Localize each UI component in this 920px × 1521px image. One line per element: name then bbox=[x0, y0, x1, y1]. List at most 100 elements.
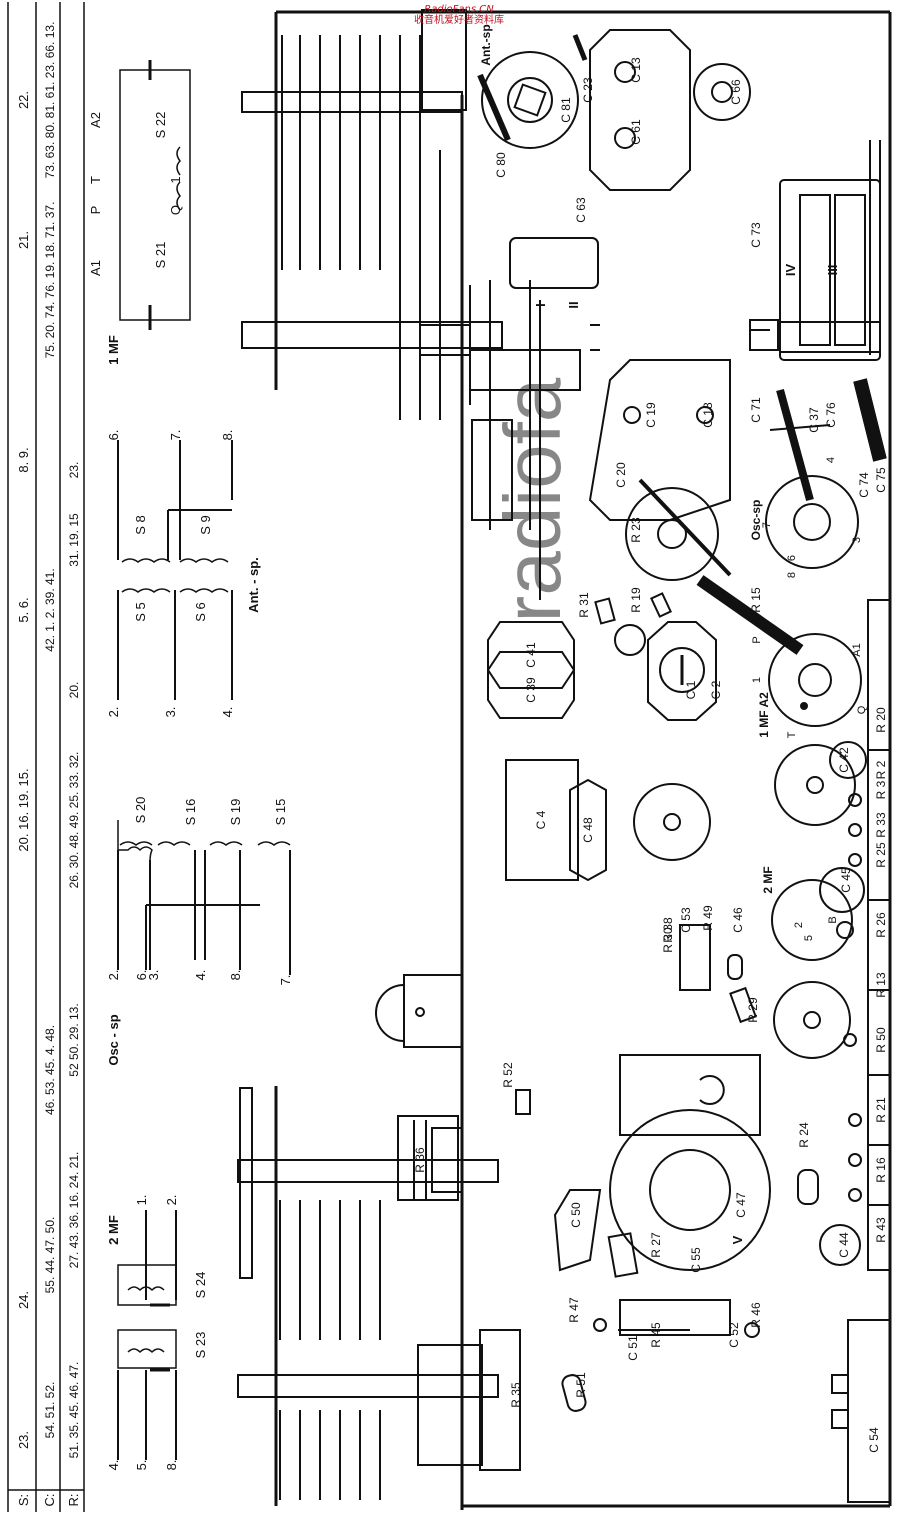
pin-label: 2. bbox=[106, 970, 121, 981]
component-label-c: C 48 bbox=[581, 817, 595, 843]
coil-label-ant: S 8 bbox=[133, 515, 148, 535]
trimmer-c1-c2 bbox=[594, 592, 717, 721]
coil-label-ant: S 6 bbox=[193, 602, 208, 622]
table-cell-c: 73. 63. 80. 81. 61. 23. 66. 13. bbox=[43, 22, 57, 179]
table-cell-s: 20. 16. 19. 15. bbox=[16, 768, 31, 851]
coil-group-s23-s24 bbox=[117, 1210, 177, 1460]
component-label-c: C 63 bbox=[574, 197, 588, 223]
pin-label: 2. bbox=[164, 1195, 179, 1206]
coil-group-1mf bbox=[119, 60, 191, 330]
coil-label-osc: S 16 bbox=[183, 799, 198, 826]
component-label-c: C 13 bbox=[629, 57, 643, 83]
component-label-r: R 47 bbox=[567, 1297, 581, 1323]
component-label-c: C 23 bbox=[581, 77, 595, 103]
watermark-line1: RadioFans.CN bbox=[424, 4, 494, 15]
component-label-r: R 20 bbox=[874, 707, 888, 733]
component-label-c: C 4 bbox=[534, 810, 548, 829]
roman-label: II bbox=[566, 301, 581, 308]
pin-label: 7. bbox=[278, 975, 293, 986]
pin-label: 6. bbox=[134, 970, 149, 981]
pin-digit: 4 bbox=[825, 457, 837, 463]
table-cell-s: 21. bbox=[16, 231, 31, 249]
pilot-lamp bbox=[375, 974, 463, 1048]
coil-label-osc: S 20 bbox=[133, 797, 148, 824]
c54-block bbox=[831, 1319, 891, 1503]
component-label-r: R 15 bbox=[749, 587, 763, 613]
pin-label: 3. bbox=[163, 707, 178, 718]
component-label-r: R 52 bbox=[501, 1062, 515, 1088]
component-label-c: C 54 bbox=[867, 1427, 881, 1453]
component-label-c: C 55 bbox=[689, 1247, 703, 1273]
table-row-label: C: bbox=[42, 1494, 57, 1507]
coil-label-osc: S 19 bbox=[228, 799, 243, 826]
pin-digit: Q bbox=[856, 705, 868, 714]
coil-label-osc: S 15 bbox=[273, 799, 288, 826]
table-cell-c: 46. 53. 45. 4. 48. bbox=[43, 1025, 57, 1115]
table-cell-s: 8. 9. bbox=[16, 447, 31, 472]
component-label-c: C 50 bbox=[569, 1202, 583, 1228]
c39-c41-block bbox=[487, 621, 575, 719]
component-label-c: C 52 bbox=[727, 1322, 741, 1348]
tube-socket-4 bbox=[773, 981, 851, 1059]
component-label-c: C 37 bbox=[807, 407, 821, 433]
component-label-r: R 45 bbox=[649, 1322, 663, 1348]
pin-label: 8. bbox=[164, 1460, 179, 1471]
coil-title-ant: Ant. - sp. bbox=[246, 557, 261, 613]
coil-label-s24: S 24 bbox=[193, 1272, 208, 1299]
table-cell-s: 5. 6. bbox=[16, 597, 31, 622]
pin-label: 4. bbox=[220, 707, 235, 718]
component-label-c: C 80 bbox=[494, 152, 508, 178]
coil-label-imf: S 21 bbox=[153, 242, 168, 269]
component-label-c: C 44 bbox=[837, 1232, 851, 1258]
trimmer-block bbox=[749, 140, 881, 361]
component-label-c: C 51 bbox=[626, 1335, 640, 1361]
coil-title-2mf: 2 MF bbox=[106, 1215, 121, 1245]
component-label-c: C 45 bbox=[839, 867, 853, 893]
pin-digit: 5 bbox=[803, 935, 815, 941]
pin-digit: T bbox=[786, 731, 798, 738]
component-label-c: C 66 bbox=[729, 79, 743, 105]
table-cell-s: 23. bbox=[16, 1431, 31, 1449]
tube-socket-2 bbox=[774, 744, 856, 826]
component-label-r: R 30 bbox=[661, 927, 675, 953]
component-label-r: R 3 bbox=[874, 780, 888, 799]
table-cell-r: 20. bbox=[67, 682, 81, 699]
ant-sp-socket bbox=[477, 34, 588, 149]
chassis bbox=[274, 10, 892, 1510]
pin-label: 8. bbox=[228, 970, 243, 981]
wafer-switch bbox=[625, 478, 804, 655]
coil-label-ant: S 9 bbox=[198, 515, 213, 535]
pin-label: 8. bbox=[220, 430, 235, 441]
pin-digit: 6 bbox=[786, 555, 798, 561]
component-label-c: C 53 bbox=[679, 907, 693, 933]
table-cell-r: 26. 30. 48. 49. 25. 33. 32. bbox=[67, 752, 81, 889]
watermark-line2: 收音机爱好者资料库 bbox=[414, 15, 504, 26]
table-cell-r: 23. bbox=[67, 462, 81, 479]
component-label-r: R 35 bbox=[509, 1382, 523, 1408]
component-label-c: C 1 bbox=[684, 680, 698, 699]
pin-digit: 1 bbox=[751, 677, 763, 683]
tuning-gang bbox=[241, 9, 600, 600]
table-row-label: S: bbox=[16, 1494, 31, 1506]
component-label-c: C 75 bbox=[874, 467, 888, 493]
component-label-r: R 2 bbox=[874, 760, 888, 779]
component-label-c: C 76 bbox=[824, 402, 838, 428]
pin-digit: 8 bbox=[786, 572, 798, 578]
table-row-label: R: bbox=[66, 1494, 81, 1507]
component-label-c: C 81 bbox=[559, 97, 573, 123]
pin-label: 4. bbox=[193, 970, 208, 981]
tube-label-ant: Ant.-sp bbox=[479, 24, 493, 65]
coil-title-osc: Osc - sp bbox=[106, 1014, 121, 1065]
pin-label: 1. bbox=[134, 1195, 149, 1206]
roman-label: I bbox=[533, 303, 548, 307]
pin-digit: 7 bbox=[761, 522, 773, 528]
component-label-c: C 18 bbox=[701, 402, 715, 428]
watermark: RadioFans.CN 收音机爱好者资料库 bbox=[384, 4, 534, 26]
coil-label-imf: S 22 bbox=[153, 112, 168, 139]
table-cell-r: 51. 35. 45. 46. 47. bbox=[67, 1362, 81, 1459]
component-label-r: R 13 bbox=[874, 972, 888, 998]
table-cell-r: 31. 19. 15 bbox=[67, 513, 81, 567]
osc-sp-socket bbox=[765, 378, 887, 569]
component-label-c: C 20 bbox=[614, 462, 628, 488]
